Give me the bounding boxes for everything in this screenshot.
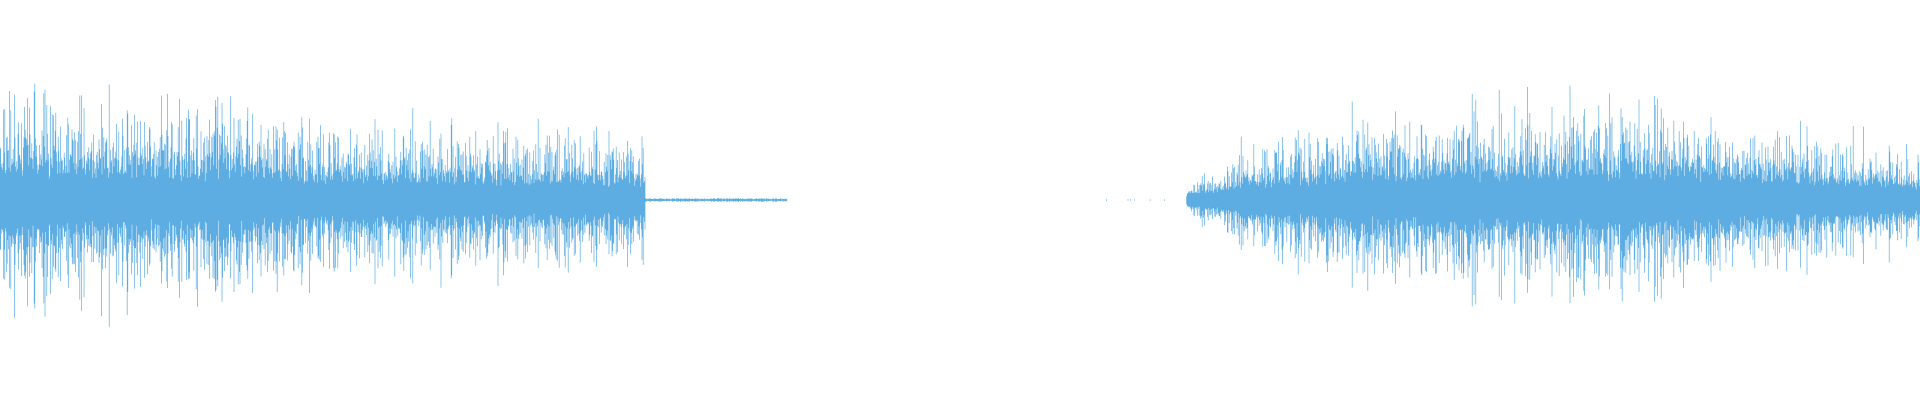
waveform-silence-specks [1106, 199, 1165, 201]
waveform-clip-1 [0, 83, 646, 327]
waveform-clip-2 [1186, 85, 1920, 307]
waveform-bars [0, 83, 1920, 327]
